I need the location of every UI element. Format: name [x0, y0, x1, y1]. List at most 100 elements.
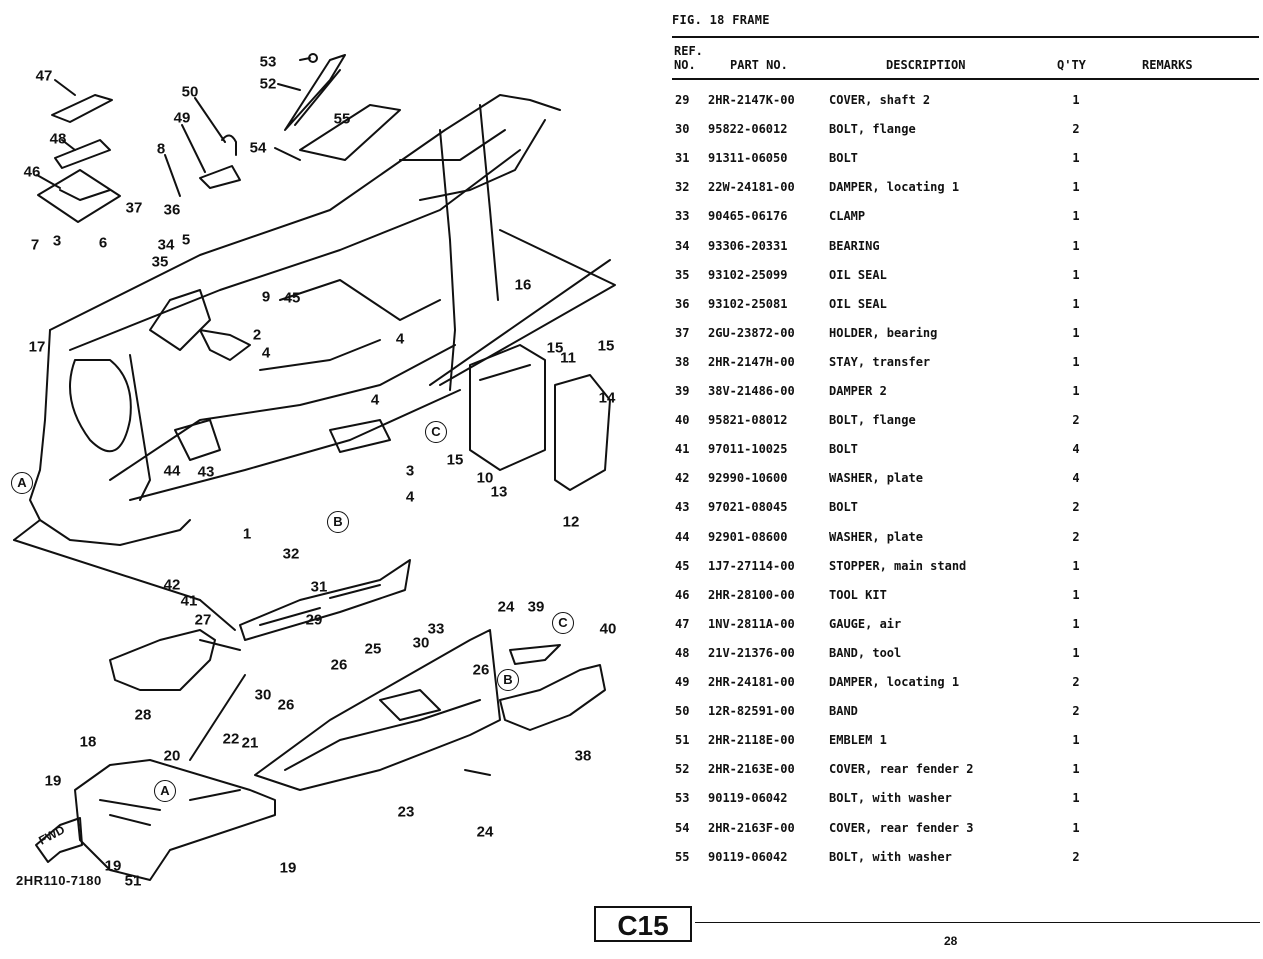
description: DAMPER, locating 1 — [829, 180, 960, 195]
part-number: 2HR-24181-00 — [708, 675, 795, 689]
description: OIL SEAL — [829, 296, 887, 311]
callout-number: 41 — [180, 592, 198, 610]
ref-no: 53 — [675, 791, 690, 806]
callout-number: 22 — [222, 730, 240, 748]
part-number: 21V-21376-00 — [708, 645, 795, 660]
description: COVER, rear fender 3 — [829, 820, 974, 835]
quantity: 4 — [1072, 442, 1080, 457]
callout-number: 46 — [23, 163, 41, 181]
quantity: 2 — [1072, 704, 1080, 719]
callout-number: 37 — [125, 199, 143, 217]
quantity: 1 — [1072, 325, 1080, 340]
damper-band-icon — [199, 134, 241, 189]
quantity: 1 — [1072, 209, 1080, 224]
callout-number: 4 — [395, 330, 405, 348]
ref-no: 47 — [675, 616, 690, 631]
description: BOLT, with washer — [829, 791, 952, 806]
rear-fender-cover-icon — [284, 54, 346, 131]
part-number: 1J7-27114-00 — [708, 558, 795, 573]
ref-no: 49 — [675, 675, 690, 689]
callout-number: 49 — [173, 109, 191, 127]
quantity: 2 — [1072, 529, 1080, 544]
callout-number: 35 — [151, 253, 169, 271]
callout-number: 25 — [364, 640, 382, 658]
callout-number: 29 — [305, 611, 323, 629]
callout-number: 11 — [560, 349, 576, 367]
quantity: 1 — [1072, 354, 1080, 369]
reference-mark: B — [497, 669, 519, 691]
description: GAUGE, air — [829, 616, 902, 631]
ref-no: 36 — [675, 296, 690, 311]
figure-title: FIG. 18 FRAME — [672, 13, 770, 27]
callout-number: 32 — [282, 545, 300, 563]
description: OIL SEAL — [829, 267, 887, 282]
description: BOLT — [829, 442, 858, 457]
ref-no: 35 — [675, 267, 690, 282]
header-top-rule — [672, 36, 1259, 38]
callout-number: 53 — [259, 53, 277, 71]
quantity: 2 — [1072, 849, 1080, 864]
callout-number: 40 — [599, 620, 617, 638]
quantity: 1 — [1072, 296, 1080, 311]
callout-number: 16 — [514, 276, 532, 294]
callout-number: 8 — [156, 140, 166, 158]
description: HOLDER, bearing — [829, 325, 938, 340]
reference-mark: A — [154, 780, 176, 802]
description: DAMPER 2 — [829, 384, 887, 398]
callout-number: 38 — [574, 747, 592, 765]
part-number: 1NV-2811A-00 — [708, 616, 795, 631]
part-number: 92990-10600 — [708, 471, 788, 486]
ref-no: 44 — [675, 529, 690, 544]
callout-number: 31 — [310, 578, 328, 596]
ref-no: 30 — [675, 122, 690, 137]
air-gauge-icon — [51, 94, 113, 123]
callout-number: 19 — [104, 857, 122, 875]
ref-no: 39 — [675, 384, 690, 398]
quantity: 1 — [1072, 180, 1080, 195]
reference-mark: B — [327, 511, 349, 533]
tool-band-icon — [54, 139, 111, 169]
callout-number: 47 — [35, 67, 53, 85]
callout-number: 54 — [249, 139, 267, 157]
callout-number: 30 — [254, 686, 272, 704]
quantity: 1 — [1072, 267, 1080, 282]
description: BOLT — [829, 500, 858, 515]
quantity: 1 — [1072, 151, 1080, 166]
quantity: 2 — [1072, 413, 1080, 428]
callout-number: 50 — [181, 83, 199, 101]
ref-no: 37 — [675, 325, 690, 340]
description: CLAMP — [829, 209, 866, 224]
callout-number: 23 — [397, 803, 415, 821]
quantity: 4 — [1072, 471, 1080, 486]
reference-mark: C — [552, 612, 574, 634]
description: BEARING — [829, 238, 880, 253]
quantity: 1 — [1072, 93, 1080, 107]
ref-no: 34 — [675, 238, 690, 253]
header-part-no: PART NO. — [730, 58, 788, 72]
part-number: 93306-20331 — [708, 238, 788, 253]
tool-kit-icon — [37, 169, 121, 223]
callout-number: 51 — [124, 872, 142, 890]
quantity: 1 — [1072, 558, 1080, 573]
callout-number: 52 — [259, 75, 277, 93]
ref-no: 32 — [675, 180, 690, 195]
callout-number: 19 — [279, 859, 297, 877]
callout-number: 7 — [30, 236, 40, 254]
part-number: 2HR-2118E-00 — [708, 733, 795, 748]
callout-number: 39 — [527, 598, 545, 616]
quantity: 1 — [1072, 587, 1080, 602]
callout-number: 33 — [427, 620, 445, 638]
callout-number: 15 — [546, 339, 564, 357]
description: BAND — [829, 704, 858, 719]
callout-number: 24 — [497, 598, 515, 616]
